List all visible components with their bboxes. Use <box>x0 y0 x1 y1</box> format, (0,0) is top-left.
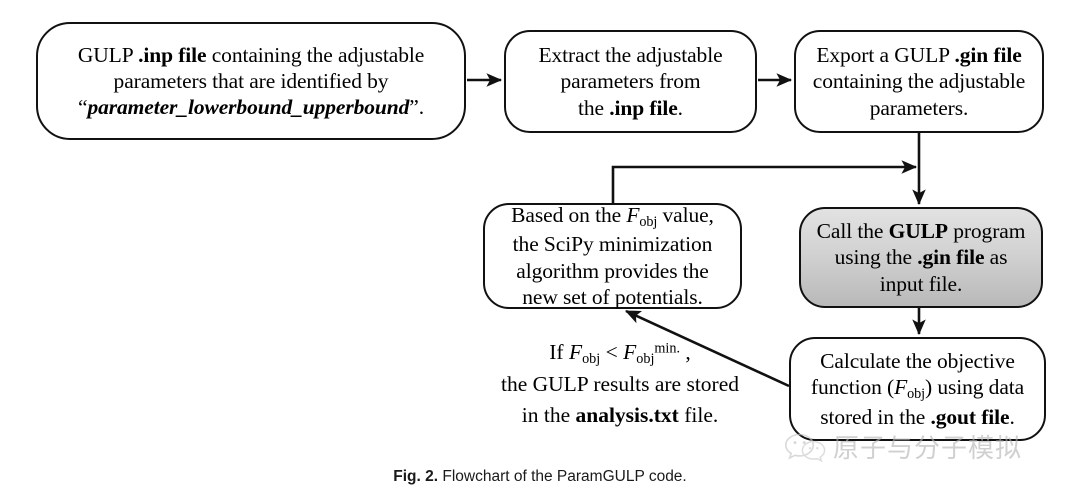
extract-line3-c: . <box>677 95 683 120</box>
callgulp-line2-a: using the <box>834 245 918 270</box>
inp-line2: parameters that are identified by <box>113 68 389 93</box>
export-gin-token: .gin file <box>954 43 1022 68</box>
figure-caption: Fig. 2. Flowchart of the ParamGULP code. <box>0 468 1080 486</box>
scipy-fobj-subscript: obj <box>639 214 658 231</box>
inp-line1-b: .inp file <box>138 42 207 67</box>
extract-line1: Extract the adjustable <box>538 43 723 68</box>
caption-label: Fig. 2. <box>393 468 439 485</box>
cond-fobj-symbol-1: F <box>568 340 583 364</box>
export-line2: containing the adjustable <box>812 69 1026 94</box>
scipy-minimization-node: Based on the Fobj value, the SciPy minim… <box>483 203 742 309</box>
scipy-line1-b: value, <box>657 203 714 228</box>
calc-line3-c: . <box>1009 404 1015 429</box>
calc-line1: Calculate the objective <box>820 349 1015 374</box>
callgulp-gin-token: .gin file <box>917 245 985 270</box>
calculate-objective-function-node: Calculate the objective function (Fobj) … <box>789 337 1046 441</box>
cond-analysis-token: analysis.txt <box>575 402 679 427</box>
cond-line3-a: in the <box>521 402 576 427</box>
inp-line1-a: GULP <box>77 42 139 67</box>
inp-parameter-token: parameter_lowerbound_upperbound <box>87 95 410 120</box>
cond-operator: < <box>600 340 624 364</box>
export-line1-a: Export a GULP <box>816 43 955 68</box>
cond-line1-end: , <box>680 340 691 364</box>
callgulp-line2-c: as <box>984 245 1008 270</box>
cond-if: If <box>549 340 569 364</box>
call-gulp-program-node: Call the GULP program using the .gin fil… <box>799 207 1043 308</box>
scipy-line1-a: Based on the <box>511 203 627 228</box>
edge-scipy-to-call-gulp <box>611 160 918 203</box>
edge-calculate-to-scipy <box>625 309 790 388</box>
extract-line2: parameters from <box>560 69 701 94</box>
calc-line2-b: ) using data <box>924 375 1025 400</box>
inp-quote-close: ”. <box>409 95 424 120</box>
callgulp-line1-c: program <box>947 219 1026 244</box>
cond-fobj-subscript-2: obj <box>636 350 655 367</box>
extract-line3-a: the <box>578 95 610 120</box>
calc-fobj-subscript: obj <box>907 386 925 403</box>
calc-line2-a: function ( <box>810 375 895 400</box>
calc-gout-token: .gout file <box>930 404 1010 429</box>
inp-line1-c: containing the adjustable <box>206 42 425 67</box>
cond-fobj-superscript-min: min. <box>654 340 681 357</box>
callgulp-gulp-token: GULP <box>888 219 948 244</box>
scipy-fobj-symbol: F <box>626 203 640 228</box>
export-gin-file-node: Export a GULP .gin file containing the a… <box>794 30 1044 133</box>
caption-text: Flowchart of the ParamGULP code. <box>438 468 687 485</box>
cond-line3-c: file. <box>678 402 719 427</box>
gulp-inp-file-node: GULP .inp file containing the adjustable… <box>36 22 466 140</box>
cond-line2: the GULP results are stored <box>500 372 740 397</box>
extract-inp-token: .inp file <box>609 95 678 120</box>
scipy-line2: the SciPy minimization <box>512 232 713 257</box>
calc-fobj-symbol: F <box>894 375 908 400</box>
export-line3: parameters. <box>869 95 969 120</box>
objective-condition-label: If Fobj < Fobjmin. , the GULP results ar… <box>470 337 770 430</box>
scipy-line4: new set of potentials. <box>522 284 703 309</box>
cond-fobj-subscript-1: obj <box>582 350 601 367</box>
extract-parameters-node: Extract the adjustable parameters from t… <box>504 30 757 133</box>
callgulp-line3: input file. <box>879 271 963 296</box>
calc-line3-a: stored in the <box>820 404 931 429</box>
cond-fobj-symbol-2: F <box>623 340 637 364</box>
scipy-line3: algorithm provides the <box>516 258 709 283</box>
inp-quote-open: “ <box>77 95 88 120</box>
callgulp-line1-a: Call the <box>816 219 889 244</box>
